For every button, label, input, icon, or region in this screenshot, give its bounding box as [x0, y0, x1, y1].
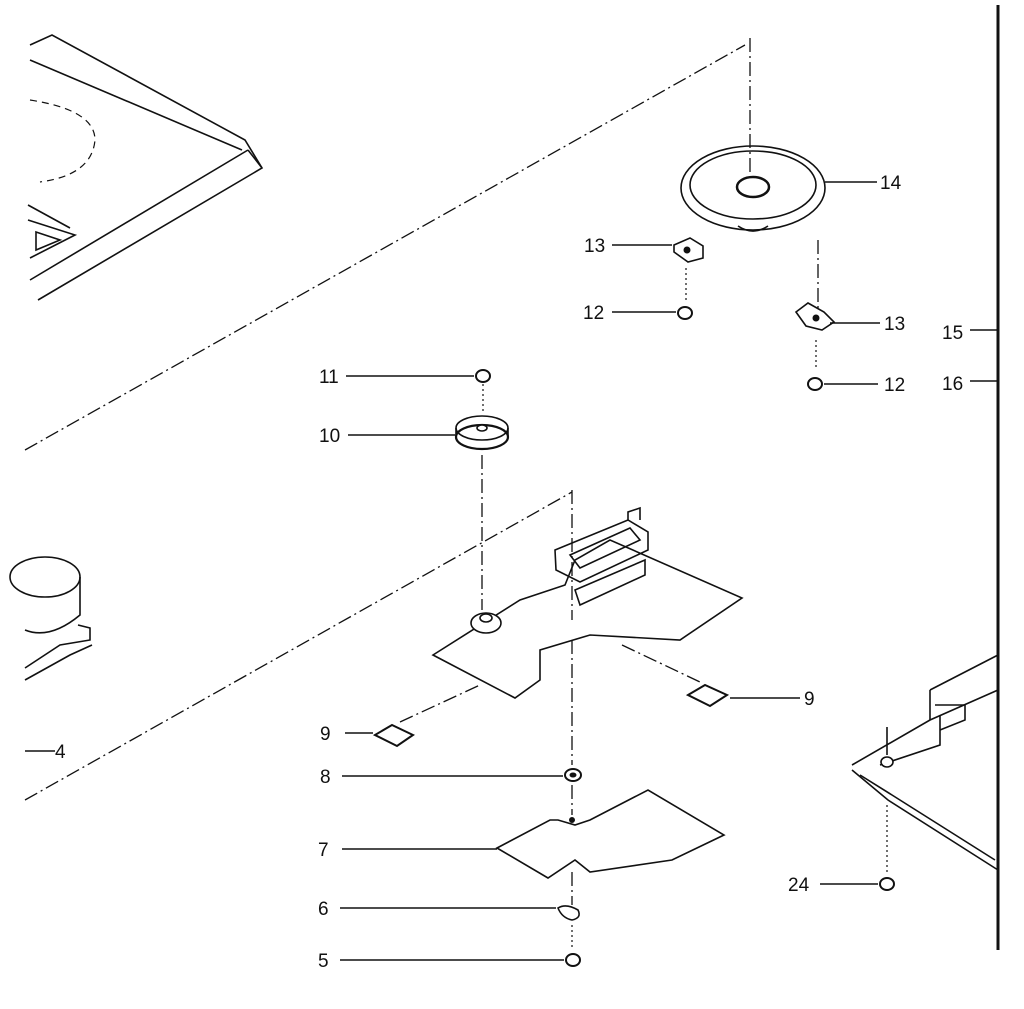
- speaker: [680, 145, 826, 232]
- bracket-right: [794, 302, 836, 370]
- callout-24: 24: [788, 875, 810, 896]
- screw-11: [475, 369, 491, 412]
- screw-5: [565, 953, 581, 967]
- ring-8: [564, 640, 582, 815]
- callout-9-right: 9: [804, 689, 815, 710]
- callout-16: 16: [942, 374, 963, 395]
- washer-10: [454, 415, 510, 610]
- bracket-left: [673, 237, 704, 300]
- leader-lines: [25, 181, 998, 961]
- callout-14: 14: [880, 173, 902, 194]
- callout-13-right: 13: [884, 314, 905, 335]
- left-motor: [9, 556, 93, 681]
- dash-line-lower: [24, 491, 573, 801]
- bottom-right-housing: [851, 654, 999, 891]
- lug-6: [557, 905, 580, 948]
- callout-11: 11: [319, 367, 339, 388]
- pad-9-right: [621, 644, 730, 708]
- screw-right: [807, 377, 823, 391]
- callout-13-left: 13: [584, 236, 605, 257]
- callout-7: 7: [318, 840, 329, 861]
- callout-5: 5: [318, 951, 329, 972]
- dash-line-upper: [24, 44, 746, 451]
- callout-9-left: 9: [320, 724, 331, 745]
- callout-8: 8: [320, 767, 331, 788]
- callout-4: 4: [55, 742, 66, 763]
- shield-plate-7: [495, 789, 726, 905]
- pad-9-left: [372, 684, 481, 748]
- callout-12-left: 12: [583, 303, 604, 324]
- callout-6: 6: [318, 899, 329, 920]
- callout-12-right: 12: [884, 375, 905, 396]
- screw-left: [677, 306, 693, 320]
- callout-15: 15: [942, 323, 963, 344]
- top-left-housing: [27, 34, 264, 301]
- circuit-board: [431, 490, 744, 699]
- callout-10: 10: [319, 426, 340, 447]
